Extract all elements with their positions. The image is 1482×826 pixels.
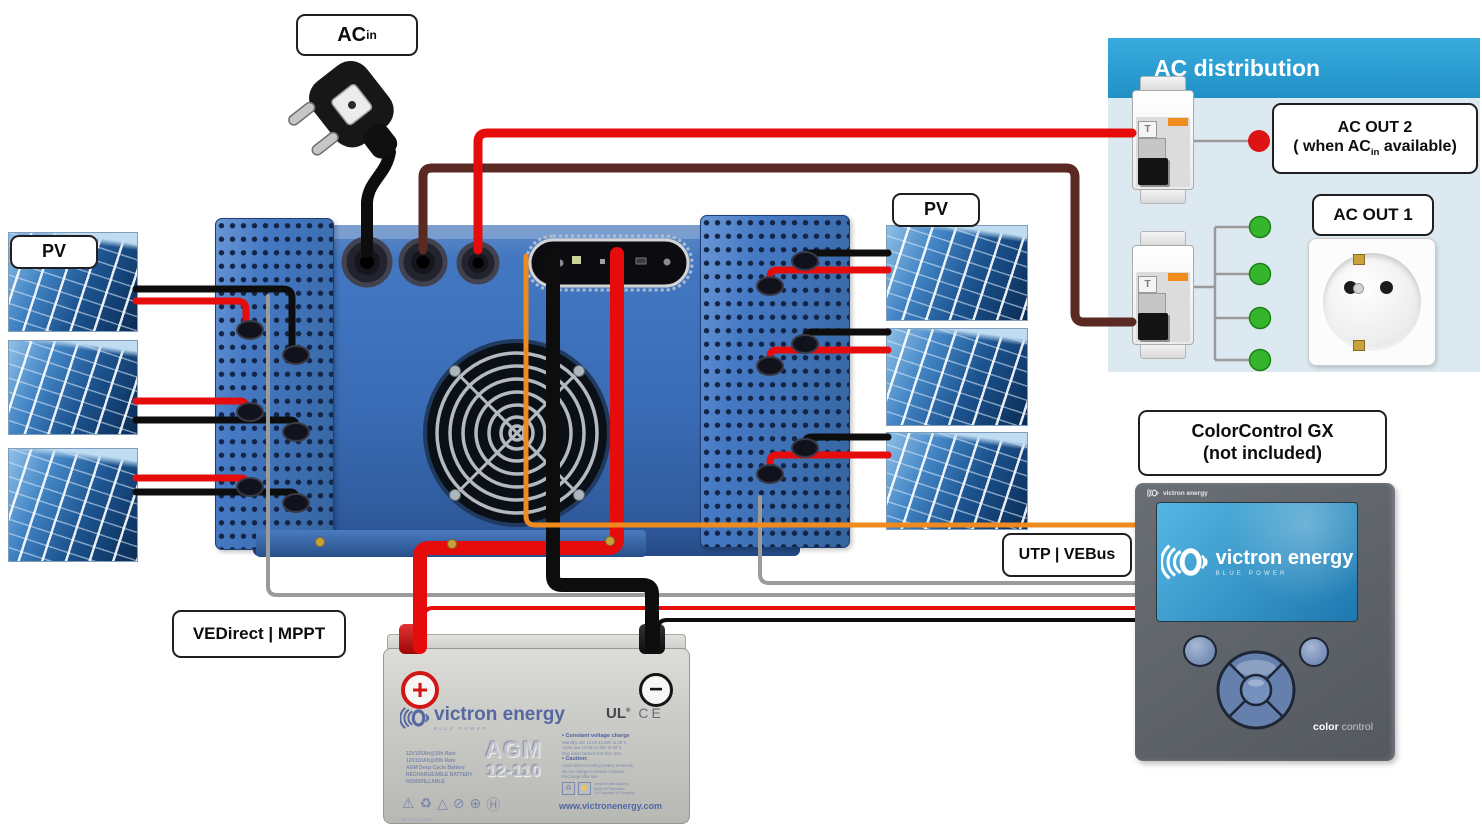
battery-body: + − victron energy BLUE POWER 12V105Ah@1… <box>383 648 690 824</box>
pv-panel-right-2 <box>886 328 1028 426</box>
circuit-breaker-acout2: T <box>1132 76 1194 204</box>
recycle-icon: ♻ <box>419 795 433 811</box>
breaker-orange-stripe <box>1168 118 1188 126</box>
triangle-icon: △ <box>437 795 448 811</box>
cc-screen-tagline: BLUE POWER <box>1215 570 1288 577</box>
breaker-tab <box>1140 343 1186 359</box>
cc-dpad-center[interactable] <box>1239 673 1273 707</box>
pv-panel-left-2 <box>8 340 138 435</box>
breaker-marking: T <box>1138 121 1157 138</box>
battery-cert-marks: UL® CE <box>606 705 664 722</box>
plus-symbol: + <box>401 671 439 709</box>
circle-icon: ⊕ <box>469 795 482 811</box>
breaker-toggle <box>1138 158 1168 185</box>
breaker-tab <box>1140 188 1186 204</box>
warning-icon: ⚠ <box>402 795 415 811</box>
plug-pin <box>288 101 316 126</box>
ul-mark: UL® <box>606 705 631 722</box>
circuit-breaker-acout1: T <box>1132 231 1194 359</box>
socket-screw <box>1353 283 1364 294</box>
label-utp-vebus: UTP | VEBus <box>1002 533 1132 577</box>
ac-plug <box>288 61 398 159</box>
battery-brand-tagline: BLUE POWER <box>434 726 489 731</box>
battery-model-name: AGM <box>485 737 543 762</box>
inverter-right-connector-flange <box>700 215 850 548</box>
socket-hole <box>1380 281 1393 294</box>
battery-part-code: BAT412110080 <box>402 817 433 822</box>
recycle-icon: ♻ <box>562 782 575 796</box>
label-pv-left: PV <box>10 235 98 269</box>
pv-panel-right-1 <box>886 225 1028 321</box>
no-flame-icon: ⊘ <box>452 795 465 811</box>
ac-wall-socket <box>1308 238 1436 366</box>
victron-torus-icon <box>1147 488 1159 498</box>
battery-negative-terminal <box>639 624 665 654</box>
cc-right-button[interactable] <box>1299 637 1329 667</box>
colorcontrol-gx-device: victron energy victron energy BLUE POWER… <box>1135 483 1395 761</box>
label-colorcontrol: ColorControl GX (not included) <box>1138 410 1387 476</box>
wire-cc-power-black <box>656 618 1139 647</box>
battery-disposal-icon: ⚡ <box>578 782 591 796</box>
socket-ground-clip <box>1353 340 1365 351</box>
label-ac-out-1: AC OUT 1 <box>1312 194 1434 236</box>
cc-brand: victron energy <box>1147 488 1208 498</box>
battery-charge-instructions: • Constant voltage charge Standby use 13… <box>562 733 633 780</box>
victron-torus-icon <box>400 706 430 730</box>
h-mark-icon: Ⓗ <box>486 797 501 813</box>
cc-screen-brand: victron energy <box>1215 546 1354 569</box>
minus-symbol: − <box>639 673 673 707</box>
label-vedirect-mppt: VEDirect | MPPT <box>172 610 346 658</box>
inverter-mounting-feet <box>256 530 646 557</box>
ce-mark: CE <box>638 705 664 721</box>
breaker-body: T <box>1132 90 1194 190</box>
breaker-orange-stripe <box>1168 273 1188 281</box>
label-pv-right: PV <box>892 193 980 227</box>
battery-capacity: 12-110 <box>486 763 542 780</box>
battery: + − victron energy BLUE POWER 12V105Ah@1… <box>383 624 690 824</box>
battery-brand-name: victron energy <box>434 704 565 725</box>
socket-ground-clip <box>1353 254 1365 265</box>
plug-pin <box>311 131 339 156</box>
plug-screw <box>348 101 356 109</box>
battery-brand: victron energy BLUE POWER <box>400 705 565 731</box>
breaker-toggle <box>1138 313 1168 340</box>
label-ac-out-2: AC OUT 2 ( when ACin available) <box>1272 103 1478 174</box>
cc-product-label: color control <box>1313 721 1374 733</box>
victron-torus-icon <box>1161 542 1209 582</box>
pv-panel-right-3 <box>886 432 1028 530</box>
battery-safety-icons: ⚠ ♻ △ ⊘ ⊕ Ⓗ <box>402 795 500 815</box>
breaker-marking: T <box>1138 276 1157 293</box>
battery-positive-terminal <box>399 624 425 654</box>
battery-spec-lines: 12V105Ah@10h Rate 12V110Ah@20h Rate AGM … <box>406 751 473 785</box>
battery-recycle-note: ♻ ⚡ Sealed Lead Battery Must Be Recycled… <box>562 782 635 796</box>
cc-screen: victron energy BLUE POWER <box>1156 502 1358 622</box>
pv-panel-left-3 <box>8 448 138 562</box>
cc-left-button[interactable] <box>1183 635 1217 667</box>
inverter-left-connector-flange <box>215 218 334 550</box>
breaker-body: T <box>1132 245 1194 345</box>
battery-model: AGM 12-110 <box>476 737 552 781</box>
cc-dpad[interactable] <box>1214 648 1298 732</box>
battery-website: www.victronenergy.com <box>559 801 663 811</box>
